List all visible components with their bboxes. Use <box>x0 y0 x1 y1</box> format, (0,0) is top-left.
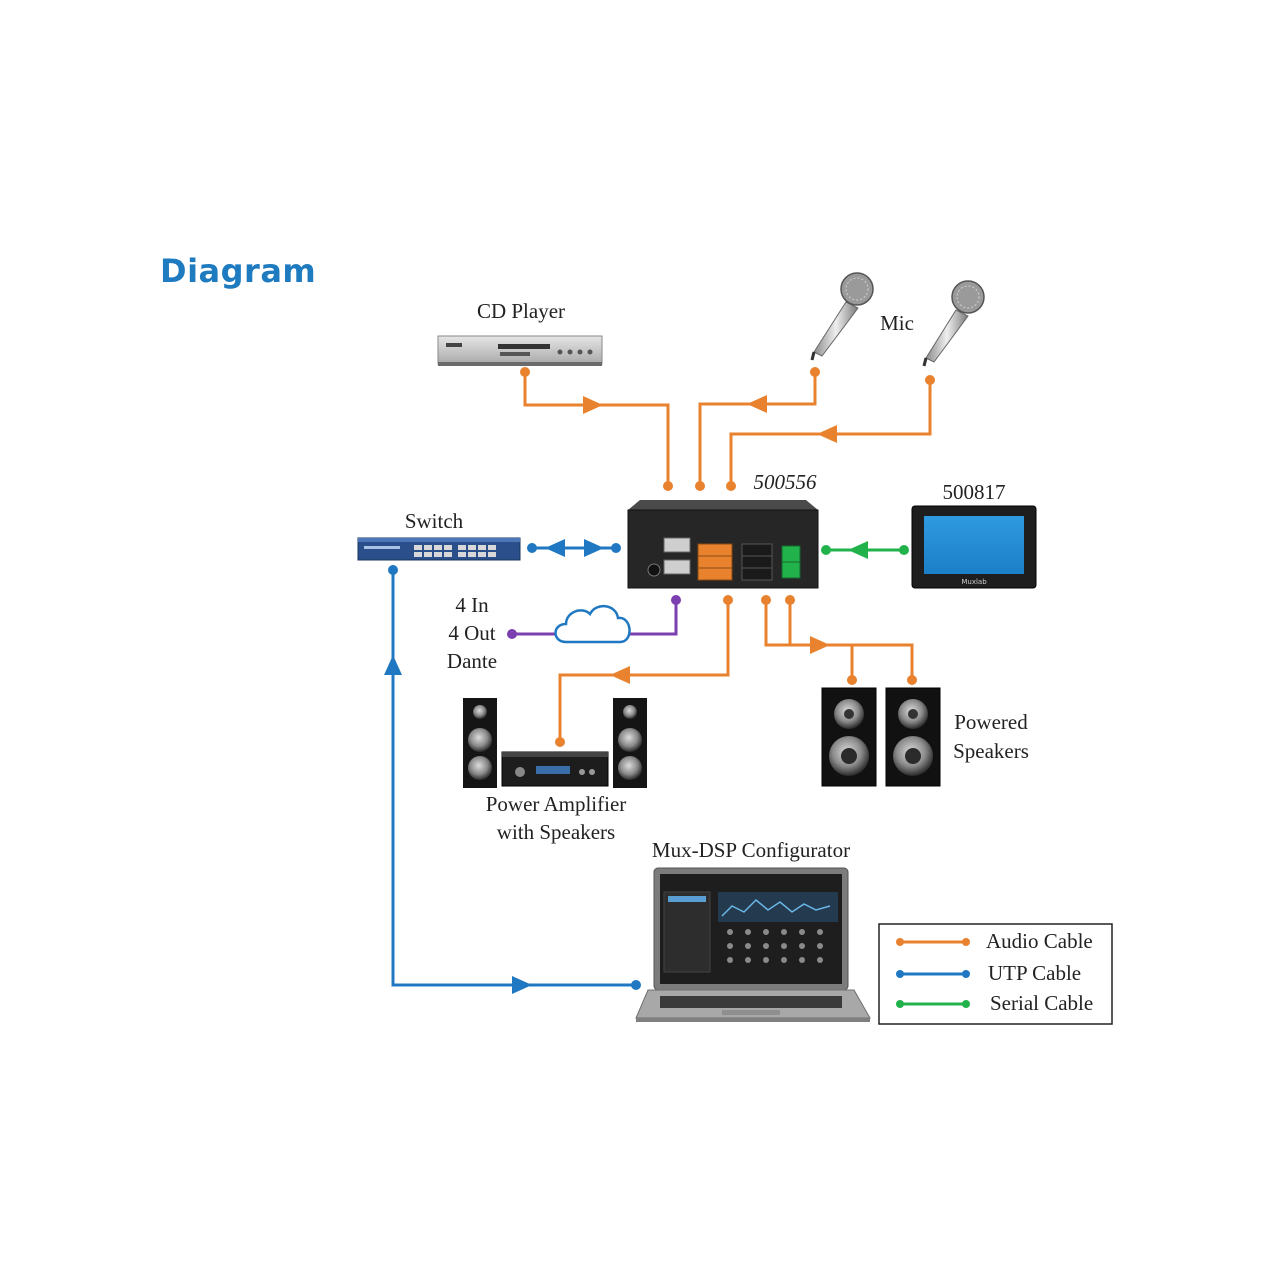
panel-brand-label: Muxlab <box>961 578 987 586</box>
cd-player <box>437 335 603 366</box>
audio-cable-arrows <box>583 395 837 684</box>
dante-link <box>507 595 681 644</box>
legend-label: Serial Cable <box>990 991 1093 1015</box>
legend: Audio Cable UTP Cable Serial Cable <box>878 923 1113 1025</box>
cd-player-label: CD Player <box>477 299 565 323</box>
utp-cable-arrows <box>384 539 604 994</box>
amplifier-label-line2: with Speakers <box>497 820 615 844</box>
dante-label-line3: Dante <box>447 649 497 673</box>
utp-cable-dots <box>388 543 641 990</box>
microphone-icon <box>922 280 985 367</box>
audio-cable-dots <box>520 367 935 747</box>
switch-label: Switch <box>405 509 464 533</box>
mic-label: Mic <box>880 311 914 335</box>
amplifier-label-line1: Power Amplifier <box>486 792 627 816</box>
serial-cable <box>821 541 909 559</box>
diagram-heading: Diagram <box>160 252 317 290</box>
legend-label: UTP Cable <box>988 961 1081 985</box>
network-cloud-icon <box>554 605 631 644</box>
network-switch <box>357 537 521 561</box>
legend-item-audio: Audio Cable <box>896 929 1093 953</box>
powered-speakers <box>821 687 941 787</box>
powered-speakers-label-line1: Powered <box>954 710 1028 734</box>
powered-speakers-label-line2: Speakers <box>953 739 1029 763</box>
bookshelf-speaker-icon <box>821 687 877 787</box>
microphone-icon <box>810 272 874 361</box>
legend-label: Audio Cable <box>986 929 1093 953</box>
tower-speaker-icon <box>463 698 497 788</box>
panel-model-label: 500817 <box>943 480 1006 504</box>
bookshelf-speaker-icon <box>885 687 941 787</box>
legend-item-serial: Serial Cable <box>896 991 1093 1015</box>
amplifier-icon <box>501 751 609 787</box>
dante-label-line1: 4 In <box>455 593 489 617</box>
power-amplifier-with-speakers <box>463 698 647 788</box>
configurator-label: Mux-DSP Configurator <box>652 838 850 862</box>
dante-label-line2: 4 Out <box>448 621 495 645</box>
legend-item-utp: UTP Cable <box>896 961 1081 985</box>
touch-panel-500817: Muxlab <box>911 505 1037 589</box>
hub-model-label: 500556 <box>754 470 818 494</box>
laptop-configurator <box>635 867 871 1022</box>
hub-500556 <box>627 500 819 589</box>
tower-speaker-icon <box>613 698 647 788</box>
